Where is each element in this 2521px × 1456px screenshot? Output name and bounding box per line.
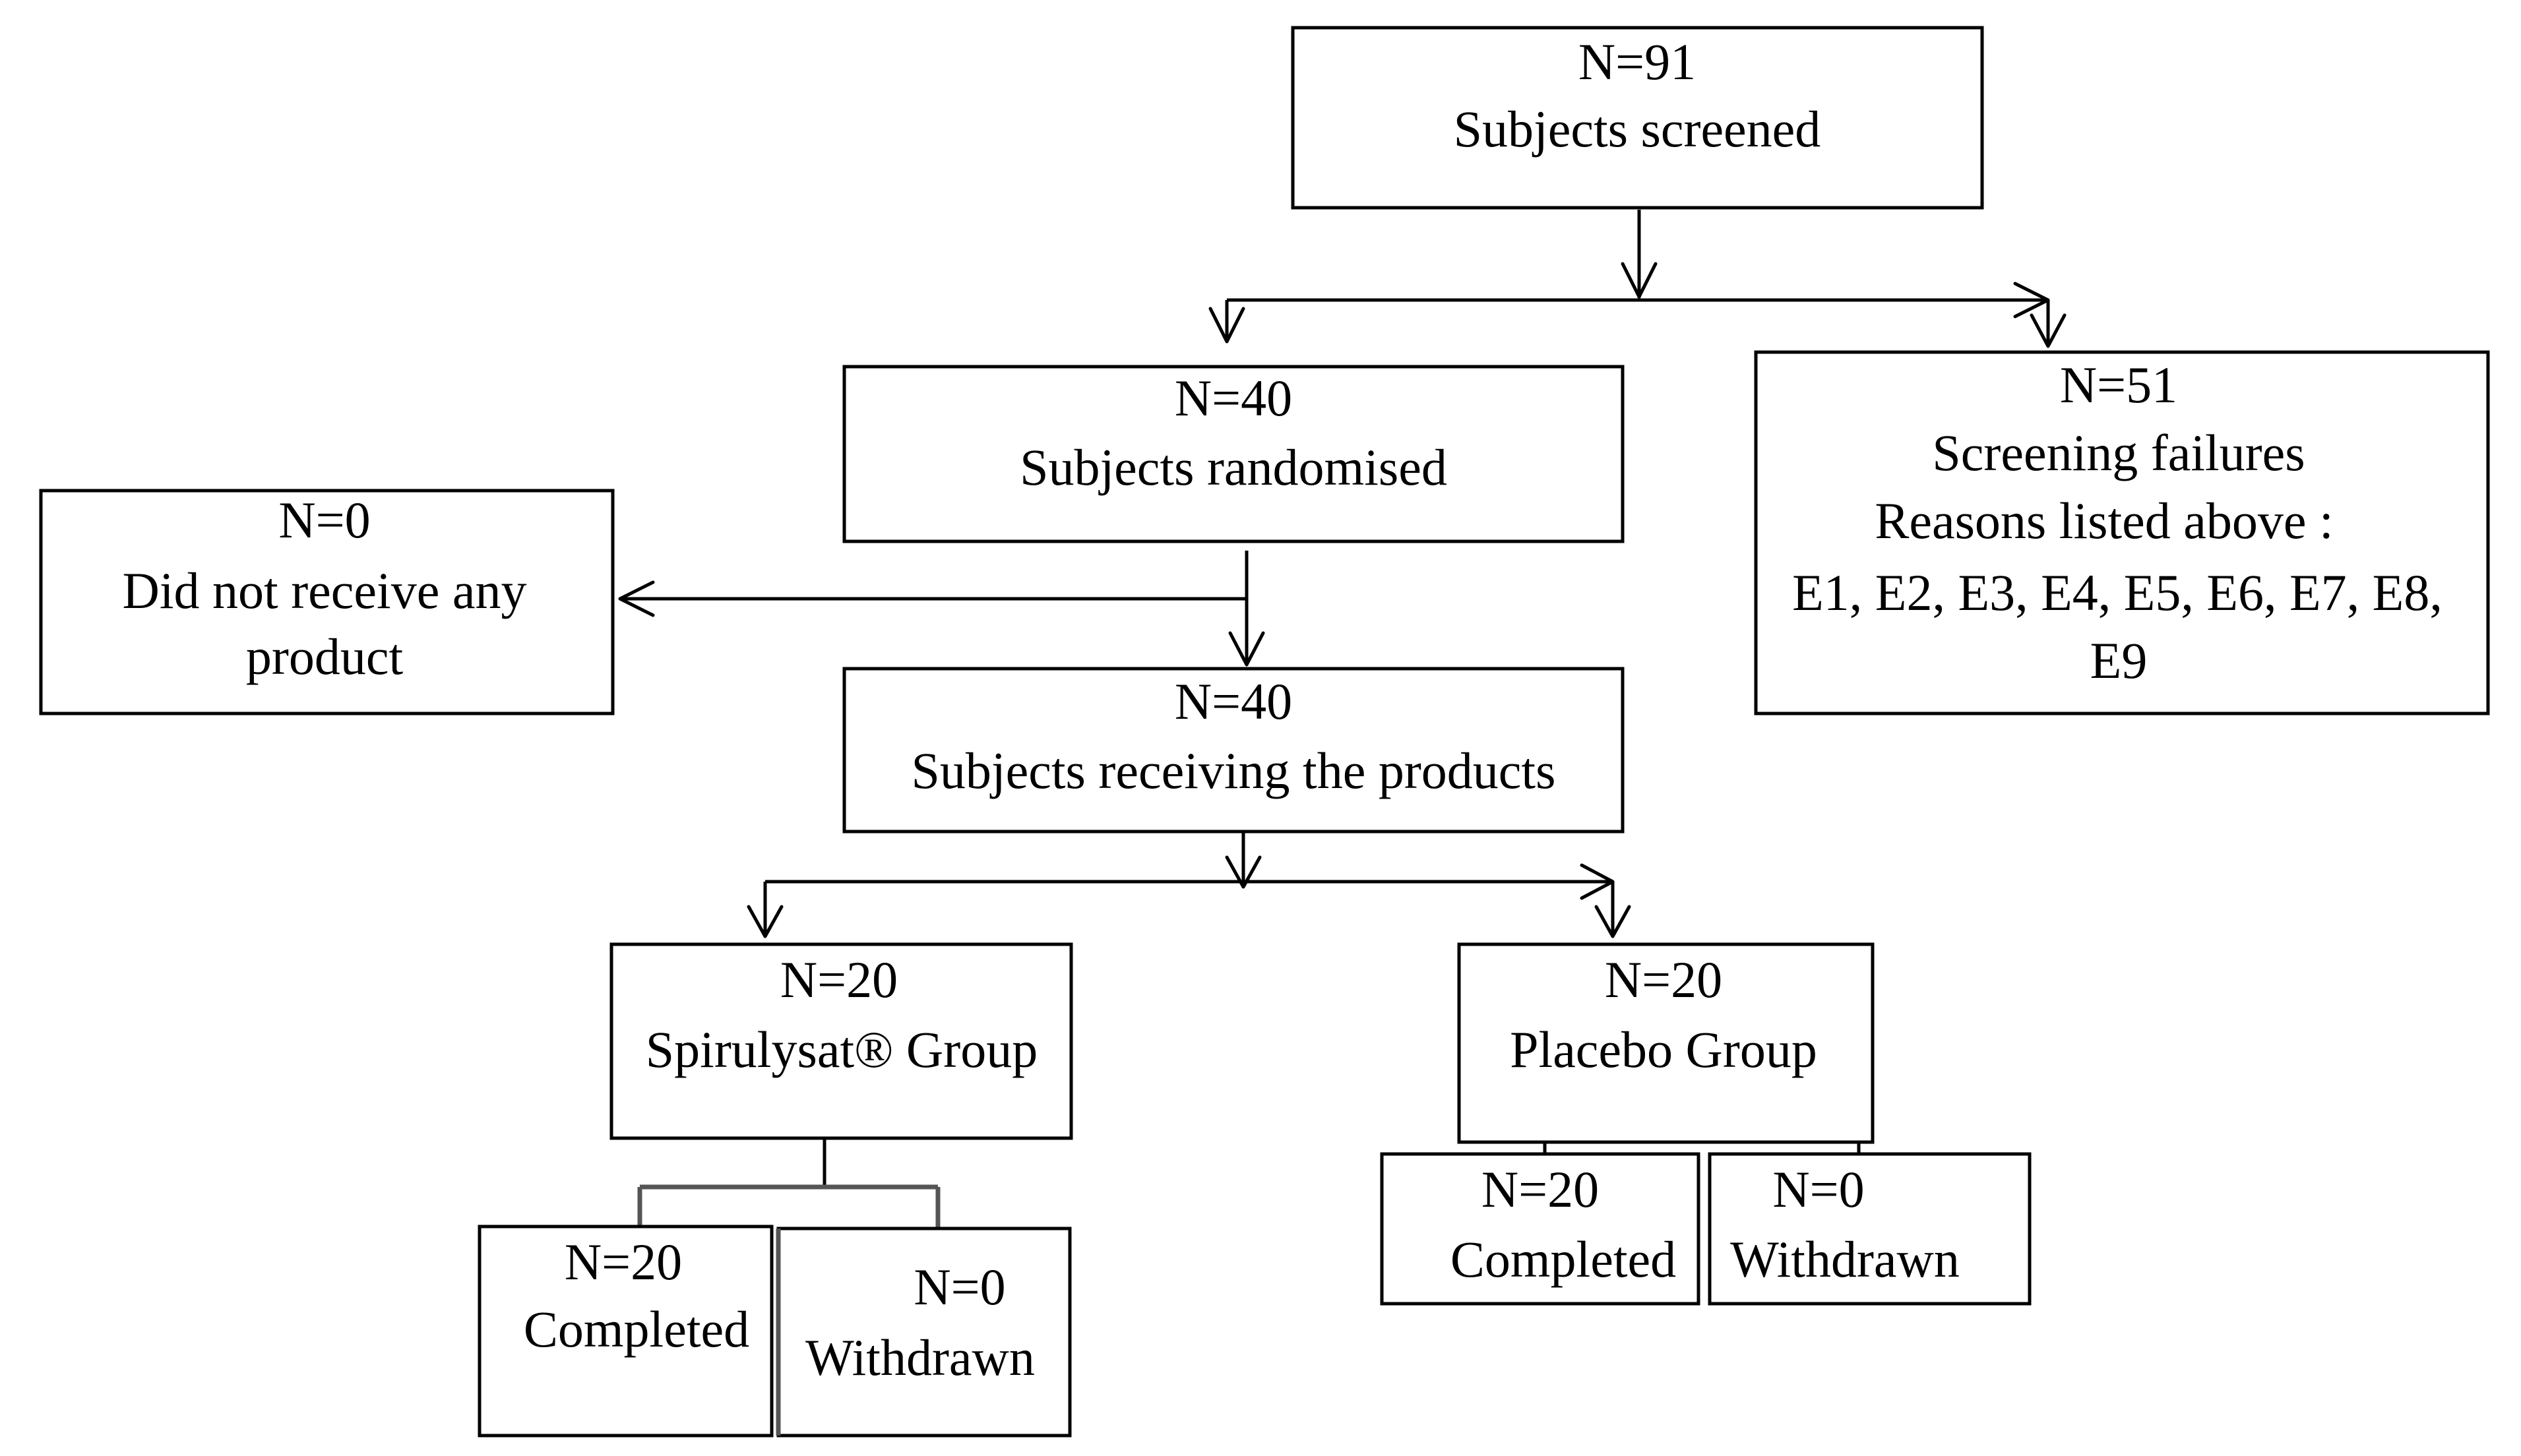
box-receiving: N=40 Subjects receiving the products bbox=[842, 667, 1625, 834]
arrowhead-placebo bbox=[1594, 905, 1631, 938]
failures-line-1: Screening failures bbox=[1932, 424, 2305, 481]
spiru-withdrawn-count: N=0 bbox=[914, 1258, 1005, 1316]
arrowhead-spirulysat bbox=[747, 905, 784, 938]
placebo-count: N=20 bbox=[1605, 951, 1722, 1008]
no-product-line-1: Did not receive any bbox=[123, 562, 527, 619]
box-placebo-withdrawn: N=0 Withdrawn bbox=[1708, 1152, 2032, 1306]
spirulysat-count: N=20 bbox=[780, 951, 898, 1008]
failures-count: N=51 bbox=[2060, 356, 2177, 413]
arrowhead-screened-down bbox=[1621, 262, 1658, 299]
arrowhead-failures bbox=[2030, 313, 2067, 348]
plac-withdrawn-label: Withdrawn bbox=[1730, 1230, 1960, 1288]
screened-label: Subjects screened bbox=[1454, 100, 1821, 158]
connectors bbox=[620, 210, 2050, 1228]
arrowhead-receiving bbox=[1228, 631, 1265, 667]
arrowhead-split-right bbox=[2013, 282, 2050, 318]
box-placebo-completed: N=20 Completed bbox=[1380, 1152, 1700, 1306]
spirulysat-label: Spirulysat® Group bbox=[646, 1021, 1038, 1078]
box-screened: N=91 Subjects screened bbox=[1291, 26, 1984, 210]
receiving-label: Subjects receiving the products bbox=[912, 742, 1556, 799]
box-randomised: N=40 Subjects randomised bbox=[842, 365, 1625, 543]
box-spirulysat-completed: N=20 Completed bbox=[478, 1225, 774, 1438]
randomised-label: Subjects randomised bbox=[1020, 439, 1447, 496]
screened-count: N=91 bbox=[1578, 33, 1696, 90]
plac-completed-label: Completed bbox=[1450, 1230, 1676, 1288]
plac-withdrawn-count: N=0 bbox=[1772, 1161, 1864, 1218]
spiru-withdrawn-label: Withdrawn bbox=[805, 1329, 1035, 1386]
box-spirulysat-group: N=20 Spirulysat® Group bbox=[609, 942, 1073, 1140]
placebo-label: Placebo Group bbox=[1510, 1021, 1817, 1078]
spiru-completed-count: N=20 bbox=[565, 1233, 682, 1290]
arrowhead-receiving-down bbox=[1225, 855, 1262, 889]
arrowheads bbox=[618, 262, 2067, 938]
box-placebo-group: N=20 Placebo Group bbox=[1457, 942, 1875, 1144]
plac-completed-count: N=20 bbox=[1481, 1161, 1599, 1218]
failures-line-4: E9 bbox=[2090, 632, 2148, 689]
randomised-count: N=40 bbox=[1175, 369, 1292, 427]
no-product-line-2: product bbox=[246, 628, 404, 685]
failures-line-3: E1, E2, E3, E4, E5, E6, E7, E8, bbox=[1792, 564, 2443, 621]
box-spirulysat-withdrawn: N=0 Withdrawn bbox=[776, 1227, 1072, 1438]
box-no-product: N=0 Did not receive any product bbox=[39, 489, 615, 715]
arrowhead-split-bottom-right bbox=[1580, 863, 1615, 900]
arrowhead-no-product bbox=[618, 580, 655, 617]
failures-line-2: Reasons listed above : bbox=[1875, 492, 2333, 549]
box-screening-failures: N=51 Screening failures Reasons listed a… bbox=[1754, 350, 2490, 715]
receiving-count: N=40 bbox=[1175, 673, 1292, 730]
no-product-count: N=0 bbox=[278, 491, 370, 549]
spiru-completed-label: Completed bbox=[524, 1300, 749, 1358]
arrowhead-randomised bbox=[1208, 307, 1245, 344]
